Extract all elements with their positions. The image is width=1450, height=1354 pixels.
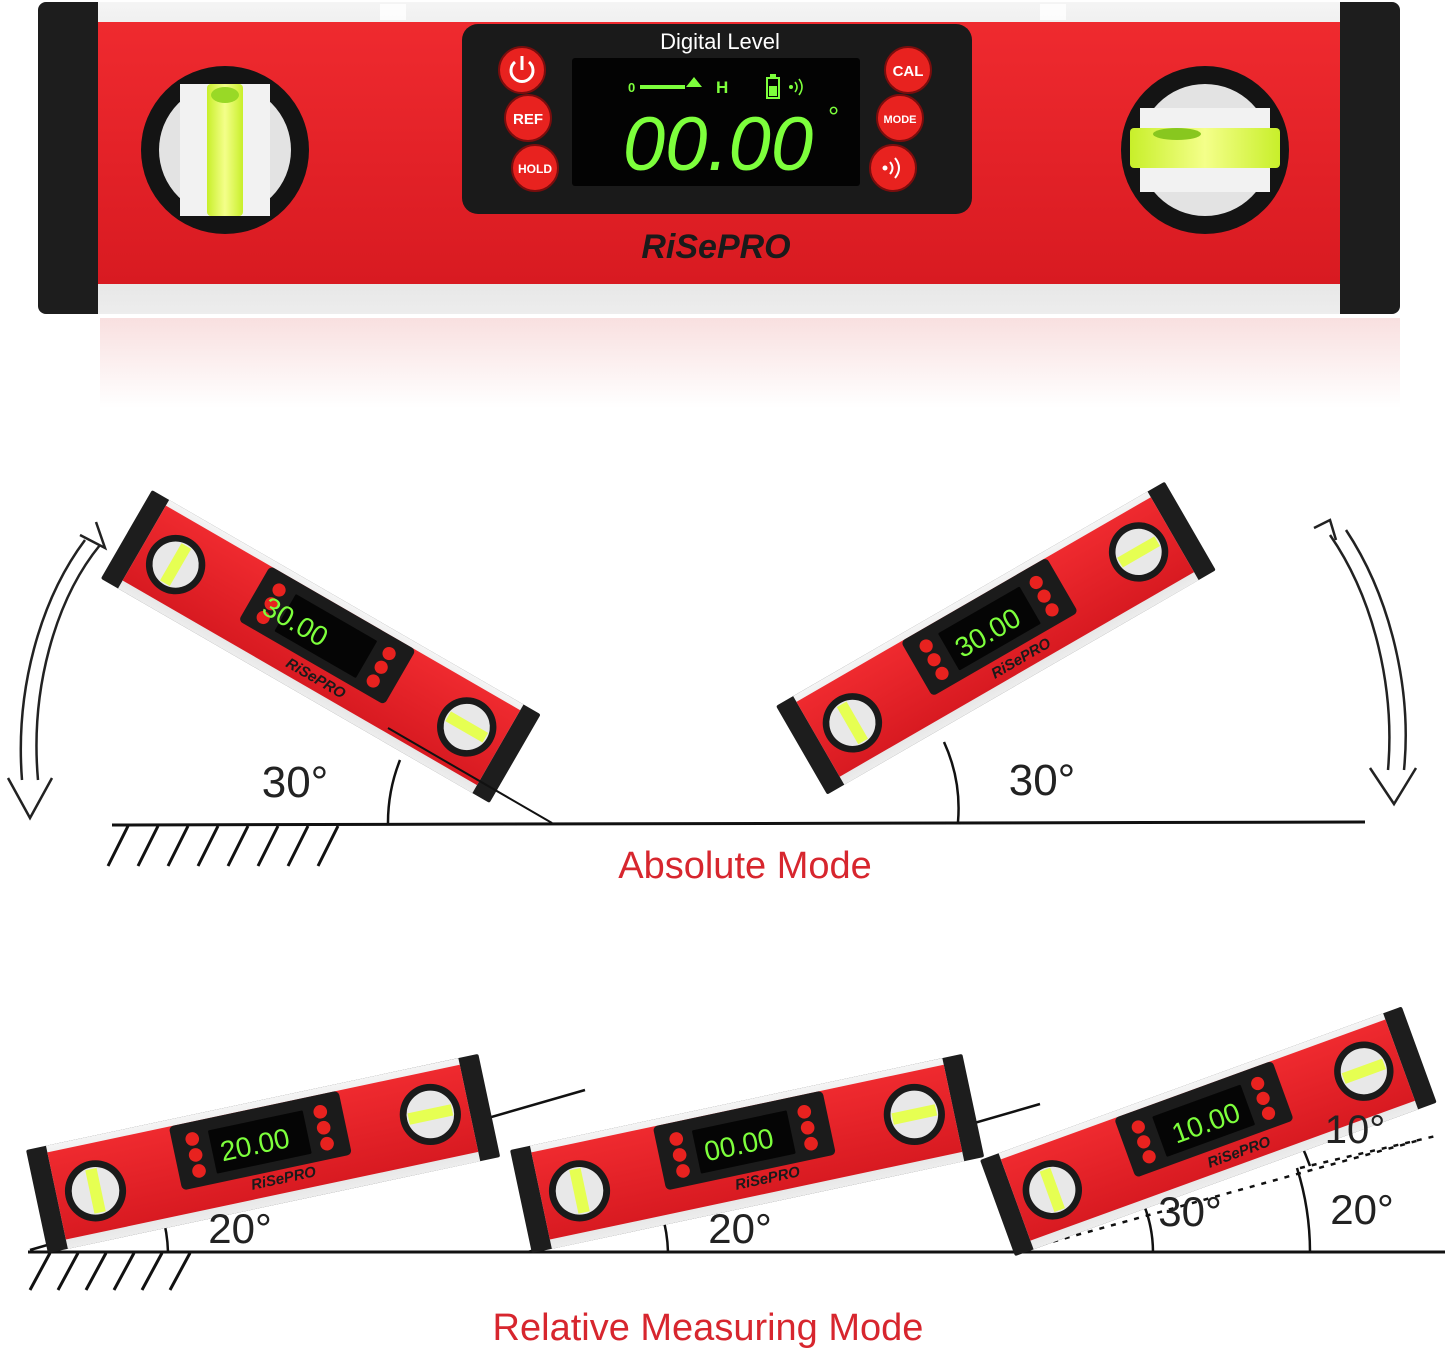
- step3-dashed-30: [1029, 1138, 1421, 1250]
- hold-button[interactable]: HOLD: [511, 144, 559, 192]
- ground-line: [111, 820, 1366, 827]
- rotate-arrow-right-icon: [1313, 518, 1418, 807]
- step3-angle-label-10: 10°: [1325, 1108, 1386, 1152]
- ground-hatching: [106, 825, 340, 867]
- horizontal-vial: [1121, 66, 1289, 234]
- absolute-mode-title: Absolute Mode: [618, 845, 872, 887]
- lcd-degree-symbol: °: [828, 101, 839, 132]
- abs-right-level: 30.00 RiSePRO: [776, 481, 1216, 795]
- step2-angle-label: 20°: [708, 1205, 772, 1252]
- vertical-vial: [141, 66, 309, 234]
- level-reflection: [100, 318, 1400, 408]
- relative-mode-section: 20.00 RiSePRO 20° 00.00 RiSePRO 20° 10.0…: [26, 1006, 1445, 1349]
- ref-button[interactable]: REF: [504, 94, 552, 142]
- step2-level: 00.00 RiSePRO: [510, 1053, 985, 1254]
- step3-angle-label-20: 20°: [1330, 1186, 1394, 1233]
- lcd-zero-mark: 0: [628, 80, 635, 95]
- brand-logo: RiSePRO: [641, 228, 790, 266]
- sound-icon: [882, 157, 900, 179]
- mode-button[interactable]: MODE: [876, 94, 924, 142]
- abs-right-angle-label: 30°: [1009, 756, 1076, 805]
- step3-level: 10.00 RiSePRO: [980, 1006, 1437, 1257]
- relative-mode-title: Relative Measuring Mode: [493, 1307, 924, 1349]
- cal-button-label: CAL: [893, 63, 924, 80]
- abs-left-level: 30.00 RiSePRO: [100, 490, 541, 803]
- absolute-mode-section: 30.00 RiSePRO 30° 30.00 RiSePRO 30° Abs: [6, 481, 1418, 887]
- hero-level: Digital Level REF HOLD CAL MODE: [38, 2, 1400, 408]
- abs-left-angle-label: 30°: [262, 758, 329, 807]
- ref-button-label: REF: [513, 111, 543, 128]
- lcd-reading: 00.00: [623, 102, 813, 187]
- power-icon: [509, 60, 535, 83]
- step1-angle-label: 20°: [208, 1205, 272, 1252]
- rotate-arrow-left-icon: [6, 521, 108, 821]
- panel-title: Digital Level: [660, 29, 780, 54]
- lcd-mode-indicator: H: [716, 78, 728, 97]
- abs-left-incline: [387, 727, 553, 824]
- relative-ground-hatching: [28, 1252, 192, 1291]
- abs-left-angle-arc: [386, 759, 402, 826]
- mode-button-label: MODE: [884, 114, 917, 126]
- step3-angle-arc-20: [1295, 1167, 1312, 1253]
- battery-icon: [766, 74, 780, 99]
- level-line-icon: [640, 77, 702, 89]
- hold-button-label: HOLD: [518, 162, 552, 176]
- step3-angle-label-30: 30°: [1158, 1188, 1222, 1235]
- step1-level: 20.00 RiSePRO: [26, 1053, 501, 1254]
- power-button[interactable]: [498, 46, 546, 94]
- abs-right-angle-arc: [942, 741, 960, 823]
- lcd-screen: [572, 58, 860, 186]
- cal-button[interactable]: CAL: [884, 46, 932, 94]
- lcd-sound-icon: [789, 78, 803, 96]
- sound-button[interactable]: [869, 144, 917, 192]
